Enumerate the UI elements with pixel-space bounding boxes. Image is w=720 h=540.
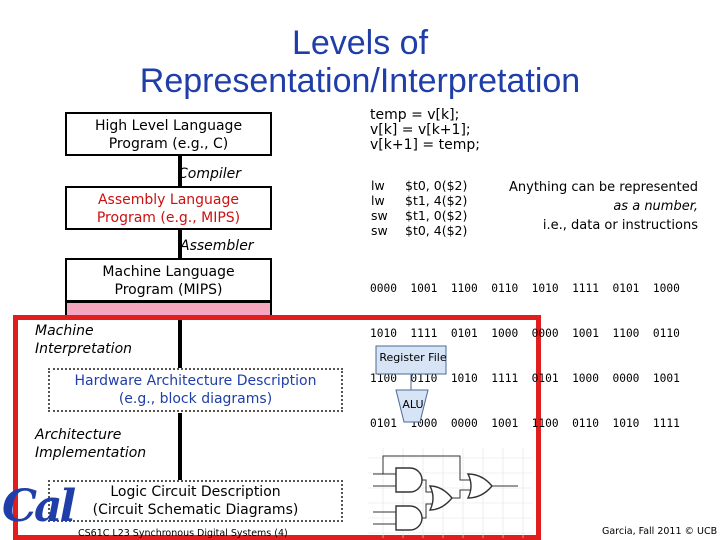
- stair-connector-4: [178, 413, 182, 483]
- alu-label: ALU: [402, 398, 424, 411]
- c-line-1: temp = v[k];: [370, 107, 460, 123]
- logic-schematic: [368, 448, 533, 538]
- machine-interpretation-label: Machine Interpretation: [35, 322, 132, 358]
- asm-op: lw: [371, 193, 385, 208]
- stair-connector-3: [178, 300, 182, 370]
- hll-line-1: High Level Language: [94, 118, 243, 134]
- note-line-2: as a number,: [613, 199, 698, 214]
- asm-row: lw $t0, 0($2): [371, 178, 467, 193]
- footer-credit: Garcia, Fall 2011 © UCB: [602, 526, 718, 537]
- mi-line-1: Machine: [35, 323, 94, 339]
- binary-row: 1010 1111 0101 1000 0000 1001 1100 0110: [370, 327, 680, 340]
- block-diagram: [375, 345, 447, 423]
- gates: [395, 467, 493, 531]
- ml-line-1: Machine Language: [102, 264, 235, 280]
- note-line-3: i.e., data or instructions: [542, 218, 698, 233]
- asm-op: sw: [371, 223, 388, 238]
- asm-line-1: Assembly Language: [97, 192, 240, 208]
- c-line-3: v[k+1] = temp;: [370, 137, 480, 153]
- note-line-1: Anything can be represented: [509, 180, 698, 195]
- hll-box: High Level Language Program (e.g., C): [65, 112, 272, 156]
- asm-row: sw $t1, 0($2): [371, 208, 467, 223]
- asm-line-2: Program (e.g., MIPS): [96, 210, 241, 226]
- footer-course: CS61C L23 Synchronous Digital Systems (4…: [78, 528, 288, 539]
- ai-line-2: Implementation: [35, 445, 147, 461]
- slide-title: Levels of Representation/Interpretation: [0, 24, 720, 100]
- hw-line-2: (e.g., block diagrams): [118, 391, 273, 407]
- hw-box: Hardware Architecture Description (e.g.,…: [48, 368, 343, 412]
- hll-line-2: Program (e.g., C): [108, 136, 229, 152]
- asm-args: $t0, 0($2): [405, 178, 468, 193]
- asm-op: sw: [371, 208, 388, 223]
- register-file-box: [375, 345, 447, 375]
- logic-line-2: (Circuit Schematic Diagrams): [92, 502, 299, 518]
- mi-line-2: Interpretation: [35, 341, 133, 357]
- assembler-label: Assembler: [180, 238, 254, 254]
- asm-args: $t1, 4($2): [405, 193, 468, 208]
- red-highlight-frame: [13, 315, 541, 540]
- asm-args: $t1, 0($2): [405, 208, 468, 223]
- compiler-label: Compiler: [178, 166, 242, 182]
- ml-box: Machine Language Program (MIPS): [65, 258, 272, 302]
- wires: [373, 455, 518, 525]
- ml-line-2: Program (MIPS): [114, 282, 223, 298]
- binary-row: 0101 1000 0000 1001 1100 0110 1010 1111: [370, 417, 680, 430]
- ai-line-1: Architecture: [35, 427, 122, 443]
- architecture-implementation-label: Architecture Implementation: [35, 426, 146, 462]
- asm-row: sw $t0, 4($2): [371, 223, 467, 238]
- c-code: temp = v[k]; v[k] = v[k+1]; v[k+1] = tem…: [370, 108, 480, 153]
- title-line-1: Levels of: [291, 24, 429, 62]
- stair-connector-1: [178, 155, 182, 188]
- hw-line-1: Hardware Architecture Description: [74, 373, 317, 389]
- binary-row: 1100 0110 1010 1111 0101 1000 0000 1001: [370, 372, 680, 385]
- stair-connector-2: [178, 230, 182, 260]
- title-line-2: Representation/Interpretation: [139, 62, 581, 100]
- asm-args: $t0, 4($2): [405, 223, 468, 238]
- cal-logo: Cal: [2, 481, 76, 532]
- logic-line-1: Logic Circuit Description: [110, 484, 281, 500]
- register-file-label: Register File: [379, 351, 447, 364]
- alu-shape: [395, 389, 429, 423]
- asm-code: lw $t0, 0($2) lw $t1, 4($2) sw $t1, 0($2) s…: [371, 178, 467, 238]
- binary-row: 0000 1001 1100 0110 1010 1111 0101 1000: [370, 282, 680, 295]
- asm-row: lw $t1, 4($2): [371, 193, 467, 208]
- logic-box: Logic Circuit Description (Circuit Schem…: [48, 480, 343, 522]
- asm-op: lw: [371, 178, 385, 193]
- representation-note: Anything can be represented as a number,…: [505, 178, 698, 235]
- c-line-2: v[k] = v[k+1];: [370, 122, 471, 138]
- asm-box: Assembly Language Program (e.g., MIPS): [65, 186, 272, 230]
- binary-code: 0000 1001 1100 0110 1010 1111 0101 1000 …: [370, 251, 680, 446]
